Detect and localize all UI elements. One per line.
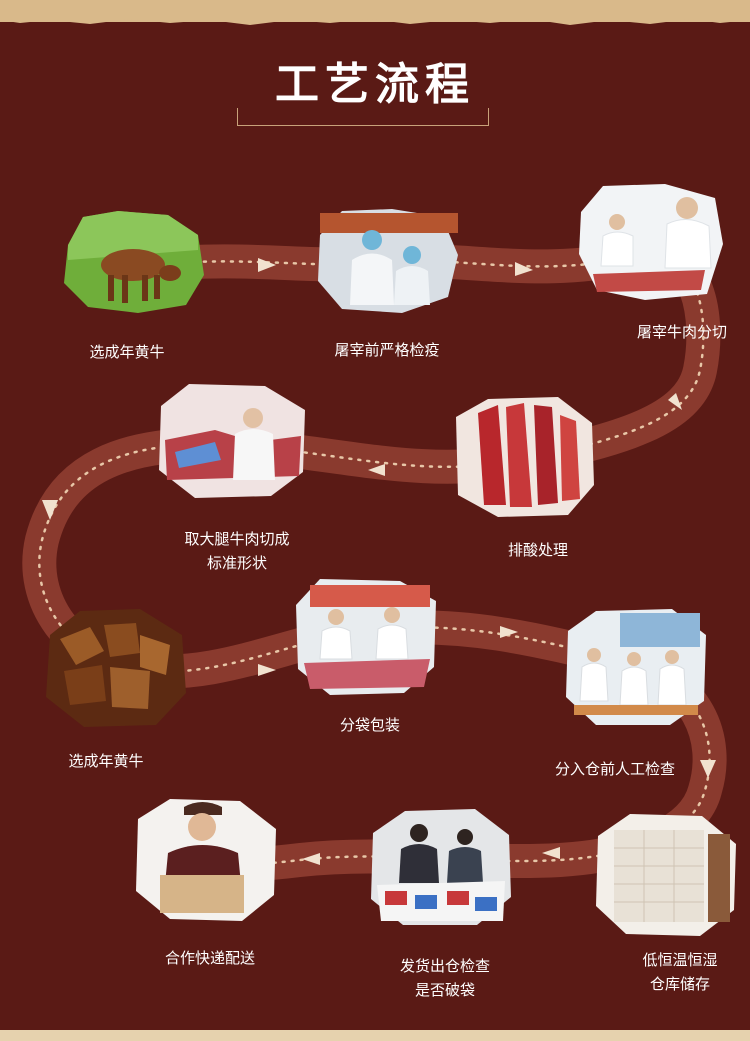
step-9-caption-line2: 仓库储存 bbox=[649, 975, 710, 993]
step-7-caption: 分袋包装 bbox=[339, 716, 400, 734]
step-3-photo bbox=[575, 182, 725, 302]
arrow-icon bbox=[368, 464, 385, 476]
arrow-icon bbox=[668, 393, 682, 410]
arrow-icon bbox=[258, 258, 276, 272]
title-underline bbox=[237, 108, 489, 126]
step-10-photo bbox=[365, 805, 515, 930]
arrow-icon bbox=[500, 626, 518, 638]
step-1-photo bbox=[58, 205, 208, 315]
page-title: 工艺流程 bbox=[275, 59, 475, 110]
torn-edge-decoration bbox=[0, 14, 750, 25]
step-6-photo bbox=[40, 605, 190, 730]
step-8-photo bbox=[560, 605, 710, 730]
bottom-paper-strip bbox=[0, 1030, 750, 1041]
arrow-icon bbox=[42, 500, 58, 520]
step-5-photo bbox=[155, 380, 310, 500]
step-9-caption: 低恒温恒湿 bbox=[642, 951, 718, 969]
step-1-caption: 选成年黄牛 bbox=[89, 343, 165, 361]
step-8-caption: 分入仓前人工检查 bbox=[554, 760, 675, 778]
step-10-caption: 发货出仓检查 bbox=[399, 957, 490, 975]
step-3-caption: 屠宰牛肉分切 bbox=[636, 323, 727, 341]
step-5-caption: 取大腿牛肉切成 bbox=[184, 530, 290, 548]
step-7-photo bbox=[290, 575, 440, 697]
step-10-caption-line2: 是否破袋 bbox=[414, 981, 475, 999]
step-9-photo bbox=[590, 810, 740, 940]
path-arrows bbox=[42, 258, 716, 865]
step-4-photo bbox=[448, 395, 598, 520]
step-2-photo bbox=[312, 205, 462, 315]
step-6-caption: 选成年黄牛 bbox=[68, 752, 144, 770]
step-11-caption: 合作快递配送 bbox=[164, 949, 255, 967]
step-4-caption: 排酸处理 bbox=[507, 541, 568, 559]
step-5-caption-line2: 标准形状 bbox=[206, 554, 267, 572]
step-11-photo bbox=[130, 795, 280, 925]
arrow-icon bbox=[515, 262, 533, 276]
step-2-caption: 屠宰前严格检疫 bbox=[334, 341, 440, 359]
arrow-icon bbox=[258, 664, 276, 676]
arrow-icon bbox=[542, 847, 560, 859]
arrow-icon bbox=[700, 760, 716, 778]
arrow-icon bbox=[302, 853, 320, 865]
